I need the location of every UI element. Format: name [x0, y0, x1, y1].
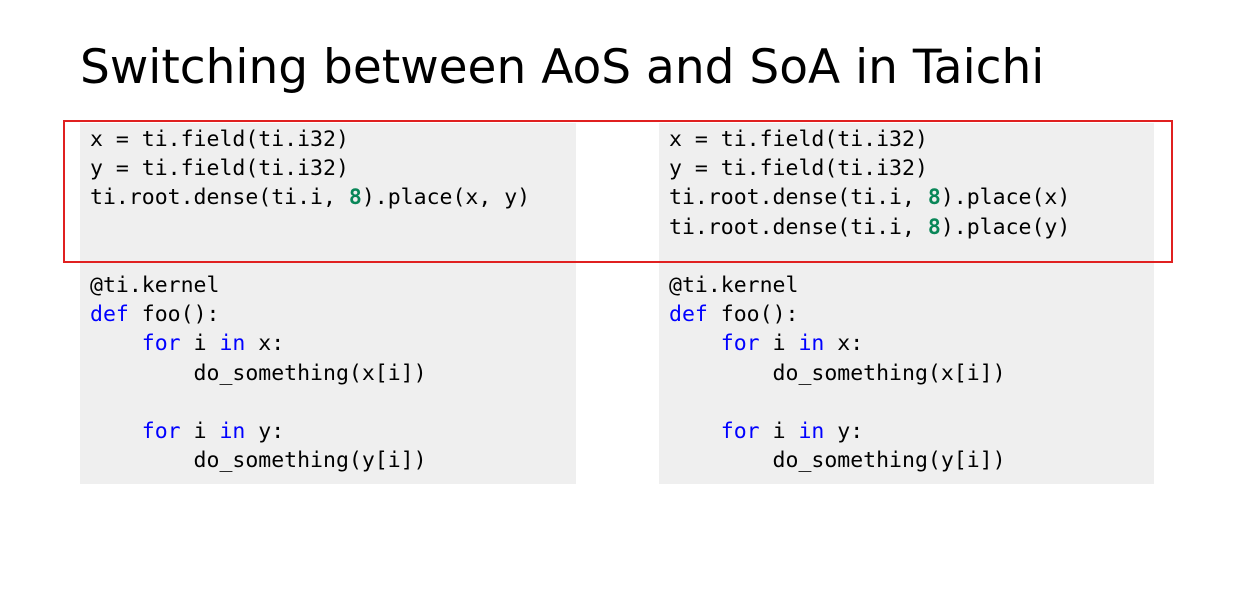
code-keyword: in [798, 418, 825, 444]
code-text: x = ti.field(ti.i32) [669, 127, 928, 152]
code-line: for i in x: [90, 329, 427, 358]
code-line: def foo(): [90, 300, 427, 329]
code-text: y = ti.field(ti.i32) [669, 156, 928, 182]
code-text: @ti.kernel [669, 273, 799, 298]
code-keyword: for [141, 418, 181, 444]
code-text: do_something(x[i]) [669, 360, 1006, 386]
code-text: i [180, 331, 220, 357]
code-keyword: in [798, 331, 825, 357]
code-line: y = ti.field(ti.i32) [90, 154, 530, 183]
code-line: for i in y: [669, 417, 1006, 446]
code-line [669, 388, 1006, 417]
code-text: ti.root.dense(ti.i, [669, 185, 928, 211]
code-line: do_something(y[i]) [669, 446, 1006, 475]
code-line: do_something(x[i]) [669, 359, 1006, 388]
code-line: def foo(): [669, 300, 1006, 329]
code-line: ti.root.dense(ti.i, 8).place(y) [669, 213, 1070, 242]
code-text: ).place(x) [940, 185, 1071, 211]
soa-declaration-code: x = ti.field(ti.i32) y = ti.field(ti.i32)… [669, 125, 1070, 242]
code-text: ti.root.dense(ti.i, [90, 185, 349, 211]
code-keyword: in [219, 331, 246, 357]
code-keyword: for [720, 418, 760, 444]
code-text [669, 331, 721, 356]
code-text: foo(): [707, 302, 799, 328]
code-text: y: [245, 418, 285, 444]
code-text: i [180, 418, 220, 444]
code-text: x: [824, 331, 864, 357]
code-line: for i in x: [669, 329, 1006, 358]
code-keyword: def [669, 302, 708, 328]
code-text: x: [245, 331, 285, 357]
code-line: for i in y: [90, 417, 427, 446]
code-text: i [759, 331, 799, 357]
code-line: @ti.kernel [90, 271, 427, 300]
code-text: y: [824, 418, 864, 444]
code-number: 8 [927, 214, 941, 240]
code-line: @ti.kernel [669, 271, 1006, 300]
code-text: y = ti.field(ti.i32) [90, 156, 349, 182]
code-number: 8 [927, 185, 941, 211]
code-text: ti.root.dense(ti.i, [669, 214, 928, 240]
code-line: do_something(y[i]) [90, 446, 427, 475]
soa-declaration-code-panel: x = ti.field(ti.i32) y = ti.field(ti.i32)… [659, 123, 1154, 261]
code-keyword: in [219, 418, 246, 444]
code-line: x = ti.field(ti.i32) [669, 125, 1070, 154]
code-text: do_something(y[i]) [669, 448, 1006, 474]
code-number: 8 [348, 185, 362, 211]
code-text: @ti.kernel [90, 273, 220, 298]
code-text: do_something(x[i]) [90, 360, 427, 386]
code-text: do_something(y[i]) [90, 448, 427, 474]
code-text [90, 419, 142, 444]
code-text: foo(): [128, 302, 220, 328]
aos-declaration-code: x = ti.field(ti.i32) y = ti.field(ti.i32)… [90, 125, 530, 213]
code-keyword: def [90, 302, 129, 328]
code-text [90, 331, 142, 356]
code-text: x = ti.field(ti.i32) [90, 127, 349, 152]
code-text: ).place(x, y) [361, 185, 531, 211]
code-text [669, 419, 721, 444]
code-line [90, 388, 427, 417]
code-keyword: for [720, 331, 760, 357]
code-line: ti.root.dense(ti.i, 8).place(x, y) [90, 183, 530, 212]
code-keyword: for [141, 331, 181, 357]
code-line: y = ti.field(ti.i32) [669, 154, 1070, 183]
code-line: ti.root.dense(ti.i, 8).place(x) [669, 183, 1070, 212]
aos-declaration-code-panel: x = ti.field(ti.i32) y = ti.field(ti.i32)… [80, 123, 576, 261]
slide-title: Switching between AoS and SoA in Taichi [80, 40, 1045, 95]
code-line: x = ti.field(ti.i32) [90, 125, 530, 154]
code-line: do_something(x[i]) [90, 359, 427, 388]
code-text: ).place(y) [940, 214, 1071, 240]
code-text: i [759, 418, 799, 444]
